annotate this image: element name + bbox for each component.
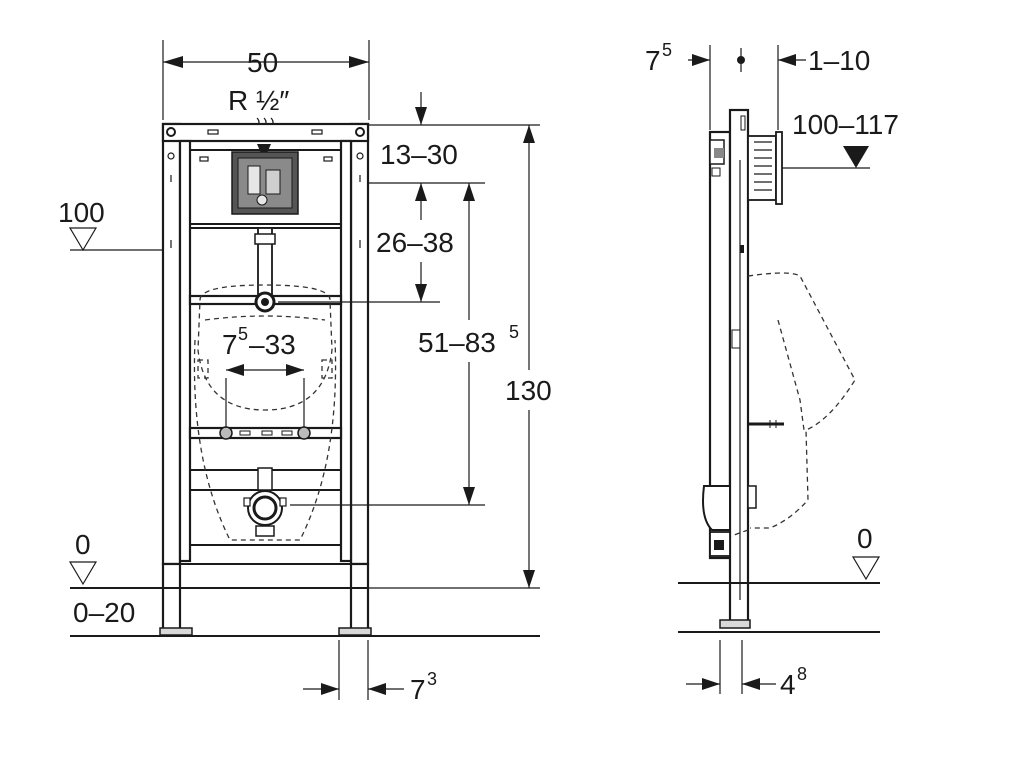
side-dim-100-117: 100–117: [792, 109, 899, 140]
side-view: 7 5 1–10: [645, 40, 899, 700]
level-0-label: 0: [75, 529, 91, 560]
bolt-spacing-tail: –33: [249, 329, 296, 360]
level-100-marker: 100: [58, 197, 162, 252]
side-dim-75-base: 7: [645, 45, 661, 76]
installation-frame: [159, 122, 372, 636]
connection-label: R ½″: [228, 85, 289, 116]
foot-dim-sup: 3: [427, 669, 437, 689]
side-urinal-outline: [719, 272, 856, 541]
level-0-marker: 0 0–20: [68, 529, 540, 637]
side-level-0-label: 0: [857, 523, 873, 554]
drain-fitting: [243, 467, 287, 537]
side-frame: [708, 108, 751, 629]
vertical-dimensions: 13–30 26–38 51–83 5 130: [278, 92, 552, 589]
flush-plate: [747, 131, 783, 205]
level-100-117-marker: 100–117: [782, 109, 899, 169]
urinal-outline: [193, 284, 337, 541]
dim-130: 130: [505, 375, 552, 406]
side-drain: [702, 485, 757, 557]
side-dim-48-sup: 8: [797, 664, 807, 684]
level-100-label: 100: [58, 197, 105, 228]
flush-valve: [231, 151, 299, 215]
bolt-spacing-base: 7: [222, 329, 238, 360]
mounting-bolts: [219, 378, 311, 440]
side-dim-75-sup: 5: [662, 40, 672, 60]
dim-26-38: 26–38: [376, 227, 454, 258]
side-dim-48-base: 4: [780, 669, 796, 700]
width-dimension: 50: [162, 40, 370, 120]
foot-dimension: 7 3: [303, 640, 437, 705]
width-label: 50: [247, 47, 278, 78]
side-bolt: [748, 420, 784, 428]
side-floor: 0: [678, 523, 881, 633]
supply-pipe: [254, 227, 276, 313]
side-bottom-dimension: 4 8: [686, 640, 807, 700]
foot-dim-base: 7: [410, 674, 426, 705]
dim-51-83-sup: 5: [509, 322, 519, 342]
side-top-dimensions: 7 5 1–10: [645, 40, 870, 130]
side-dim-1-10: 1–10: [808, 45, 870, 76]
floor-range-label: 0–20: [73, 597, 135, 628]
dim-51-83-base: 51–83: [418, 327, 496, 358]
bolt-spacing-dimension: 7 5 –33: [222, 324, 304, 376]
front-view: 50 R ½″: [58, 40, 552, 705]
bolt-spacing-sup: 5: [238, 324, 248, 344]
dim-13-30: 13–30: [380, 139, 458, 170]
